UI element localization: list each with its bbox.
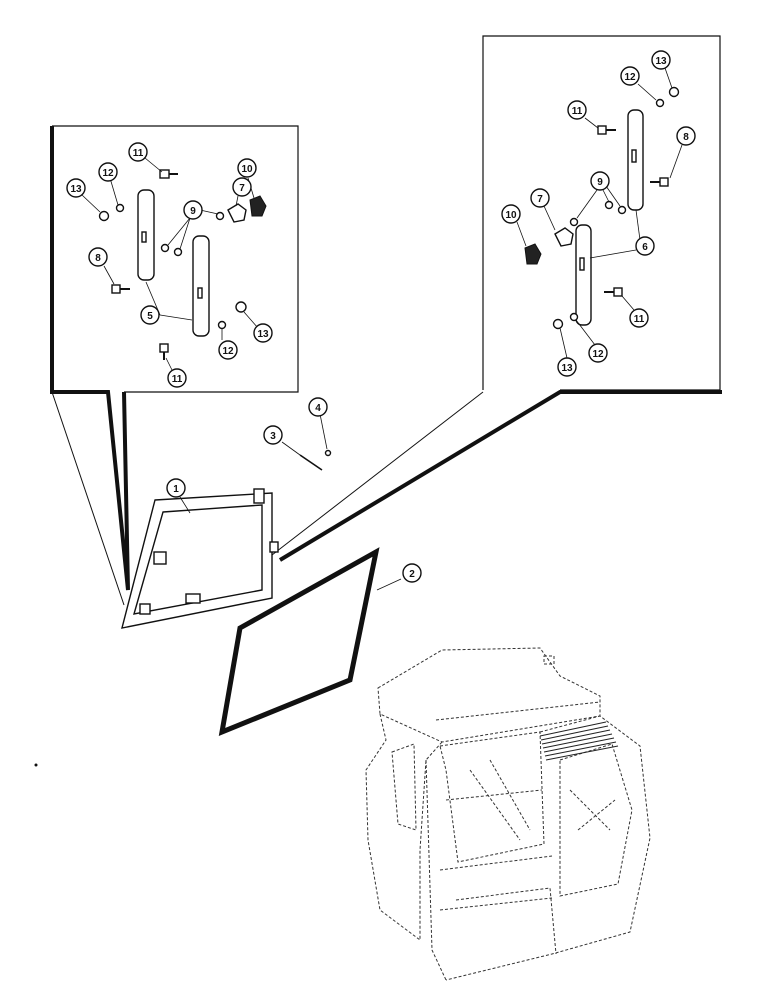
- svg-text:4: 4: [315, 403, 321, 414]
- washer-9: [215, 211, 225, 221]
- washer-12: [115, 203, 125, 213]
- callout-12-left-top: 12: [98, 162, 118, 182]
- right-detail-inset: 13 12 11 8 9 7 10 6 11 12 13: [271, 35, 722, 562]
- washer-12: [655, 98, 665, 108]
- washer-9: [617, 205, 627, 215]
- callout-3: 3: [263, 425, 283, 445]
- window-glass-2: 2: [218, 547, 422, 737]
- svg-text:12: 12: [624, 72, 636, 83]
- callout-12-left-bottom: 12: [218, 340, 238, 360]
- svg-text:11: 11: [172, 374, 183, 385]
- callout-5: 5: [140, 305, 160, 325]
- callout-7-left: 7: [232, 177, 252, 197]
- callout-4: 4: [308, 397, 328, 417]
- clip-4: [324, 449, 332, 457]
- window-frame-1: 1: [121, 478, 279, 629]
- pin-3: [299, 454, 323, 471]
- screw-11-top: [159, 169, 178, 179]
- callout-11-right-bottom: 11: [629, 308, 649, 328]
- svg-text:9: 9: [597, 177, 603, 188]
- svg-text:6: 6: [642, 242, 648, 253]
- screw-11-bottom: [159, 343, 169, 360]
- svg-text:2: 2: [409, 569, 415, 580]
- svg-text:11: 11: [572, 106, 583, 117]
- callout-10-left: 10: [237, 158, 257, 178]
- callout-2: 2: [402, 563, 422, 583]
- callout-7-right: 7: [530, 188, 550, 208]
- washer-12: [569, 312, 579, 322]
- svg-text:5: 5: [147, 311, 153, 322]
- washer-9: [173, 247, 183, 257]
- callout-13-left-bottom: 13: [253, 323, 273, 343]
- washer-9: [604, 200, 614, 210]
- bracket-7: [554, 227, 574, 247]
- callout-1: 1: [166, 478, 186, 498]
- svg-text:13: 13: [561, 363, 573, 374]
- svg-text:7: 7: [537, 194, 543, 205]
- bolt-8: [650, 177, 669, 187]
- bracket-7: [227, 203, 247, 223]
- callout-11-right-top: 11: [567, 100, 587, 120]
- callout-8-right: 8: [676, 126, 696, 146]
- frame-latch: [185, 593, 201, 604]
- knob-10: [524, 243, 542, 265]
- callout-9-left: 9: [183, 200, 203, 220]
- callout-6: 6: [635, 236, 655, 256]
- callout-9-right: 9: [590, 171, 610, 191]
- callout-13-right-bottom: 13: [557, 357, 577, 377]
- svg-text:10: 10: [505, 210, 517, 221]
- link-plate-right-b: [575, 224, 592, 326]
- screw-11-top: [597, 125, 616, 135]
- tractor-cab: [365, 647, 651, 981]
- washer-9: [160, 243, 170, 253]
- frame-pivot: [269, 541, 279, 553]
- screw-11-bottom: [604, 287, 623, 297]
- link-slot: [631, 149, 637, 163]
- left-detail-inset: 11 12 13 9 7 10 8 5 12 13 11: [50, 125, 299, 606]
- callout-10-right: 10: [501, 204, 521, 224]
- washer-9: [569, 217, 579, 227]
- nut-13: [552, 318, 564, 330]
- svg-text:8: 8: [95, 253, 101, 264]
- svg-text:13: 13: [70, 184, 82, 195]
- svg-text:13: 13: [655, 56, 667, 67]
- svg-text:9: 9: [190, 206, 196, 217]
- svg-text:12: 12: [222, 346, 234, 357]
- callout-13-right-top: 13: [651, 50, 671, 70]
- callout-13-left-top: 13: [66, 178, 86, 198]
- roof-hatching: [539, 721, 619, 761]
- nut-13: [668, 86, 680, 98]
- knob-10: [249, 195, 267, 217]
- nut-13: [98, 210, 110, 222]
- callout-11-left-bottom: 11: [167, 368, 187, 388]
- svg-text:11: 11: [634, 314, 645, 325]
- frame-hinge-bottom: [139, 603, 151, 615]
- svg-text:8: 8: [683, 132, 689, 143]
- bolt-8: [111, 284, 130, 294]
- svg-text:13: 13: [257, 329, 269, 340]
- link-slot: [579, 257, 585, 271]
- link-slot: [141, 231, 147, 243]
- print-speck: [34, 763, 38, 767]
- callout-12-right-top: 12: [620, 66, 640, 86]
- frame-hinge-top: [253, 488, 265, 504]
- svg-text:12: 12: [592, 349, 604, 360]
- svg-text:12: 12: [102, 168, 114, 179]
- svg-text:7: 7: [239, 183, 245, 194]
- callout-8-left: 8: [88, 247, 108, 267]
- pin-and-clip: 3 4: [263, 397, 332, 471]
- svg-text:1: 1: [173, 484, 179, 495]
- link-slot: [197, 287, 203, 299]
- link-plate-left-b: [192, 235, 210, 337]
- svg-text:11: 11: [133, 148, 144, 159]
- callout-12-right-bottom: 12: [588, 343, 608, 363]
- svg-text:3: 3: [270, 431, 276, 442]
- svg-text:10: 10: [241, 164, 253, 175]
- callout-11-left-top: 11: [128, 142, 148, 162]
- nut-13: [235, 301, 247, 313]
- washer-12: [217, 320, 227, 330]
- frame-hinge-left: [153, 551, 167, 565]
